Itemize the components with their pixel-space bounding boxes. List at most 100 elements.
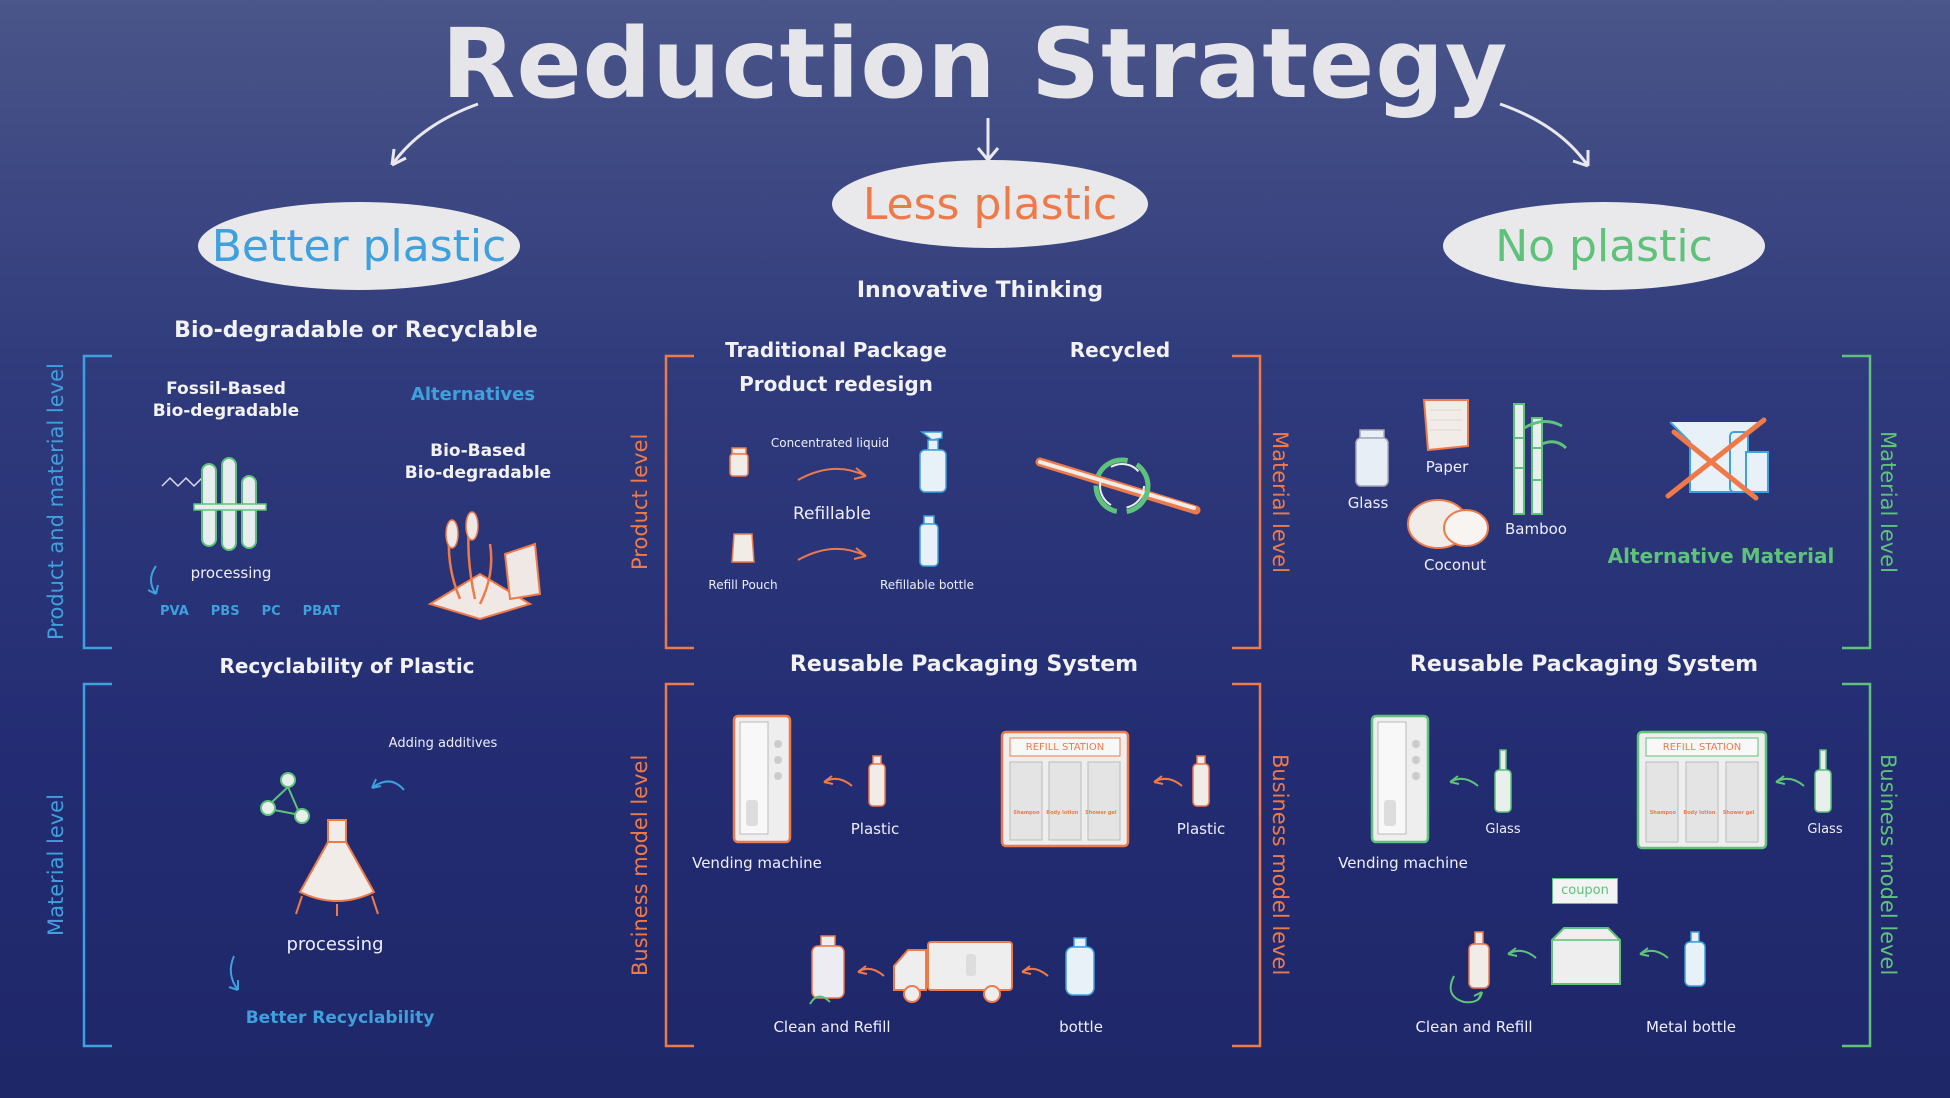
arrow-left-small3-icon: [857, 965, 885, 977]
water-jug-icon: [809, 935, 845, 1005]
polymer-pbs: PBS: [210, 604, 240, 619]
bamboo-label: Bamboo: [1505, 520, 1567, 538]
molecule-icon: [260, 772, 310, 824]
vending-label-less: Vending machine: [692, 854, 822, 872]
page-title: Reduction Strategy: [441, 8, 1509, 120]
recyclability-heading: Recyclability of Plastic: [219, 654, 475, 678]
curved-arrow-left-icon: [371, 778, 405, 791]
recycled-label: Recycled: [1069, 338, 1171, 362]
vending-label-no: Vending machine: [1338, 854, 1468, 872]
paper-icon: [1422, 399, 1469, 452]
glass2-label: Glass: [1807, 822, 1843, 837]
traditional-label: Traditional Package: [725, 338, 947, 362]
glass-label: Glass: [1347, 494, 1389, 512]
curved-arrow-down-icon: [228, 955, 239, 991]
adding-additives-label: Adding additives: [388, 736, 498, 751]
side-label-material: Material level: [44, 794, 68, 936]
plastic-bottle-icon: [868, 755, 886, 807]
station-labels-less: Shampoo Body lotion Shower gel: [1010, 810, 1120, 816]
station-body-lotion: Body lotion: [1046, 810, 1079, 816]
arrow-right2-icon: [797, 547, 867, 561]
metal-bottle-icon: [1684, 931, 1706, 987]
flask-icon: [295, 819, 379, 916]
vending-machine-green-icon: [1370, 714, 1430, 844]
side-label-business-no: Business model level: [1876, 754, 1900, 976]
side-label-product: Product level: [628, 433, 652, 571]
concentrated-label: Concentrated liquid: [770, 436, 890, 450]
processing2-label: processing: [286, 934, 384, 955]
clean-refill-label-no: Clean and Refill: [1415, 1018, 1533, 1036]
alternatives-label: Alternatives: [410, 384, 536, 405]
refillable-label: Refillable: [792, 504, 872, 524]
plastic-bottle2-icon: [1192, 755, 1210, 807]
bio-heading: Bio-degradable or Recyclable: [174, 318, 538, 343]
refill-station-text-no: REFILL STATION: [1662, 742, 1742, 753]
side-label-business-right: Business model level: [1268, 754, 1292, 976]
polymer-list: PVA PBS PC PBAT: [160, 604, 340, 619]
arrow-left-green3-icon: [1507, 947, 1537, 959]
coconut-label: Coconut: [1424, 556, 1486, 574]
test-tubes-icon: [161, 457, 267, 551]
arrow-left-small-icon: [823, 775, 853, 787]
glass-bottle-icon: [1494, 749, 1512, 813]
refill-station-icon: [1000, 730, 1130, 848]
bottle-label: bottle: [1059, 1018, 1103, 1036]
glass-bottle2-icon: [1814, 749, 1832, 813]
plastic2-label: Plastic: [1176, 820, 1226, 838]
bio-based-label: Bio-Based Bio-degradable: [404, 441, 552, 484]
no-plastic-icon: [1665, 417, 1769, 501]
reusable-heading-less: Reusable Packaging System: [789, 652, 1139, 677]
arrow-left-small2-icon: [1153, 775, 1183, 787]
reusable-heading-no: Reusable Packaging System: [1409, 652, 1759, 677]
cloud-better-plastic: Better plastic: [198, 202, 520, 290]
station-shampoo: Shampoo: [1013, 810, 1040, 816]
spray-bottle-icon: [919, 431, 947, 493]
arrow-right-icon: [797, 467, 867, 481]
arrow-left-green4-icon: [1639, 947, 1669, 959]
side-label-product-material: Product and material level: [44, 363, 68, 641]
clean-refill-label-less: Clean and Refill: [773, 1018, 891, 1036]
refill-station-green-icon: [1636, 730, 1768, 850]
cloud-less-plastic: Less plastic: [832, 160, 1148, 248]
glass-jar-icon: [1355, 429, 1389, 487]
curved-arrow-icon: [147, 565, 159, 595]
toothbrush-recycle-icon: [1035, 457, 1201, 515]
cloud-no-plastic: No plastic: [1443, 202, 1765, 290]
station-shower-gel: Shower gel: [1085, 810, 1117, 816]
wheat-bag-icon: [427, 511, 542, 621]
refillable-bottle-label: Refillable bottle: [880, 578, 974, 592]
side-label-material-less: Material level: [1268, 431, 1292, 573]
glass1-label: Glass: [1485, 822, 1521, 837]
polymer-pc: PC: [261, 604, 281, 619]
polymer-pva: PVA: [160, 604, 189, 619]
side-label-business-left: Business model level: [628, 754, 652, 976]
plastic1-label: Plastic: [850, 820, 900, 838]
glass-bottle3-icon: [1468, 931, 1490, 989]
station-shampoo-no: Shampoo: [1649, 810, 1676, 816]
refillable-bottle-icon: [919, 515, 939, 567]
refill-pouch-icon: [731, 533, 755, 563]
metal-bottle-label: Metal bottle: [1645, 1018, 1737, 1036]
arrow-left-icon: [390, 102, 1590, 168]
arrow-left-green-icon: [1449, 775, 1479, 787]
arrow-left-green2-icon: [1775, 775, 1805, 787]
station-shower-gel-no: Shower gel: [1722, 810, 1755, 816]
water-bottle-icon: [1065, 937, 1095, 996]
truck-icon: [893, 941, 1013, 1003]
polymer-pbat: PBAT: [302, 604, 340, 619]
refill-pouch-label: Refill Pouch: [708, 578, 778, 592]
cycle-arrow-icon: [1449, 975, 1483, 1004]
side-label-material-no: Material level: [1876, 431, 1900, 573]
station-body-lotion-no: Body lotion: [1683, 810, 1716, 816]
station-labels-no: Shampoo Body lotion Shower gel: [1646, 810, 1758, 816]
coconut-icon: [1407, 499, 1489, 549]
fossil-label: Fossil-Based Bio-degradable: [152, 379, 300, 422]
alt-material-label: Alternative Material: [1607, 544, 1835, 568]
redesign-label: Product redesign: [739, 372, 933, 396]
box-icon: [1551, 927, 1621, 985]
paper-label: Paper: [1425, 458, 1469, 476]
arrow-left-small4-icon: [1021, 965, 1049, 977]
better-recyclability-label: Better Recyclability: [245, 1008, 435, 1028]
bamboo-icon: [1513, 403, 1568, 515]
